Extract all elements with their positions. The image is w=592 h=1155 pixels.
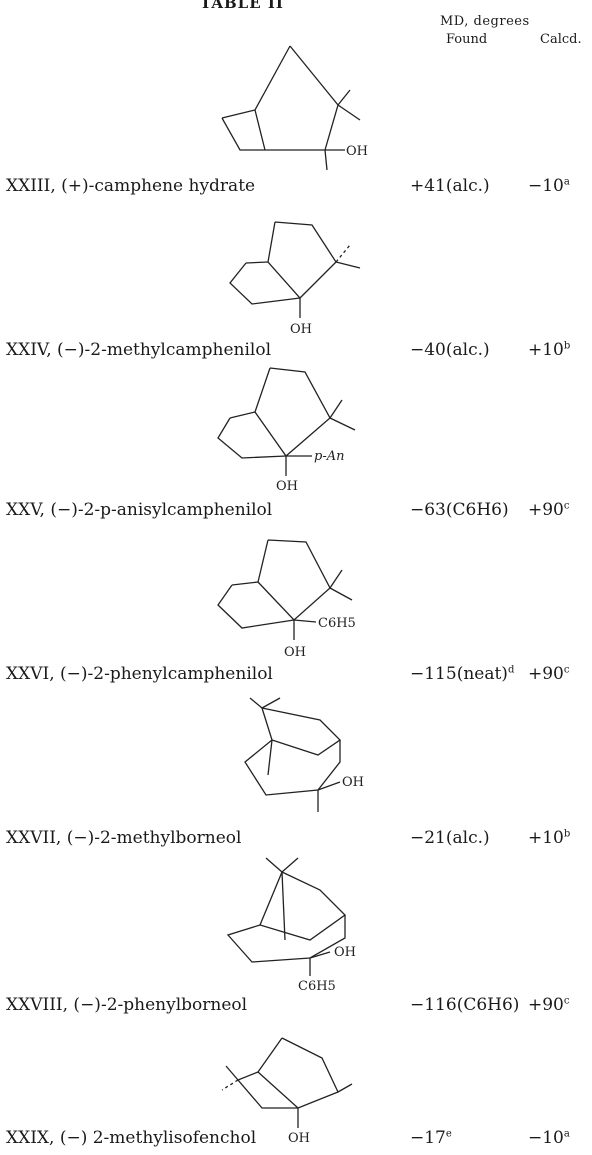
p-an-label: p-An	[314, 449, 344, 464]
oh-label: OH	[284, 645, 306, 660]
row-xxvi-calcd: +90c	[528, 664, 570, 684]
header-found: Found	[446, 32, 488, 47]
row-xxix-calcd: −10a	[528, 1128, 570, 1148]
header-md-degrees: MD, degrees	[440, 14, 530, 29]
header-calcd: Calcd.	[540, 32, 582, 47]
structure-xxvii: OH	[244, 697, 364, 812]
row-xxv-calcd: +90c	[528, 500, 570, 520]
oh-label: OH	[290, 322, 312, 337]
row-xxviii-name: XXVIII, (−)-2-phenylborneol	[6, 995, 248, 1015]
row-xxvii-calcd: +10b	[528, 828, 571, 848]
oh-label: OH	[288, 1131, 310, 1146]
row-xxiv-found: −40(alc.)	[410, 340, 490, 360]
row-xxiii-found: +41(alc.)	[410, 176, 490, 196]
row-xxvi-found: −115(neat)d	[410, 664, 515, 684]
structure-xxvi: C6H5 OH	[217, 539, 356, 660]
row-xxix-name: XXIX, (−) 2-methylisofenchol	[6, 1128, 257, 1148]
table-caption: TABLE II	[200, 0, 284, 12]
structure-xxix: OH	[221, 1037, 353, 1146]
row-xxiii-calcd: −10a	[528, 176, 570, 196]
row-xxviii-calcd: +90c	[528, 995, 570, 1015]
row-xxix-found: −17e	[410, 1128, 452, 1148]
row-xxvii-found: −21(alc.)	[410, 828, 490, 848]
oh-label: OH	[276, 479, 298, 494]
structure-xxviii: OH C6H5	[226, 857, 356, 994]
row-xxvii-name: XXVII, (−)-2-methylborneol	[6, 828, 242, 848]
c6h5-label: C6H5	[298, 979, 336, 994]
structure-xxiii: OH	[221, 45, 368, 171]
oh-label: OH	[342, 775, 364, 790]
row-xxv-found: −63(C6H6)	[410, 500, 509, 520]
row-xxv-name: XXV, (−)-2-p-anisylcamphenilol	[6, 500, 273, 520]
structure-xxiv: OH	[229, 221, 361, 337]
oh-label: OH	[334, 945, 356, 960]
structure-xxv: p-An OH	[217, 367, 356, 494]
oh-label: OH	[346, 144, 368, 159]
row-xxiii-name: XXIII, (+)-camphene hydrate	[6, 176, 256, 196]
row-xxvi-name: XXVI, (−)-2-phenylcamphenilol	[6, 664, 273, 684]
row-xxiv-calcd: +10b	[528, 340, 571, 360]
c6h5-label: C6H5	[318, 616, 356, 631]
row-xxviii-found: −116(C6H6)	[410, 995, 520, 1015]
row-xxiv-name: XXIV, (−)-2-methylcamphenilol	[6, 340, 272, 360]
